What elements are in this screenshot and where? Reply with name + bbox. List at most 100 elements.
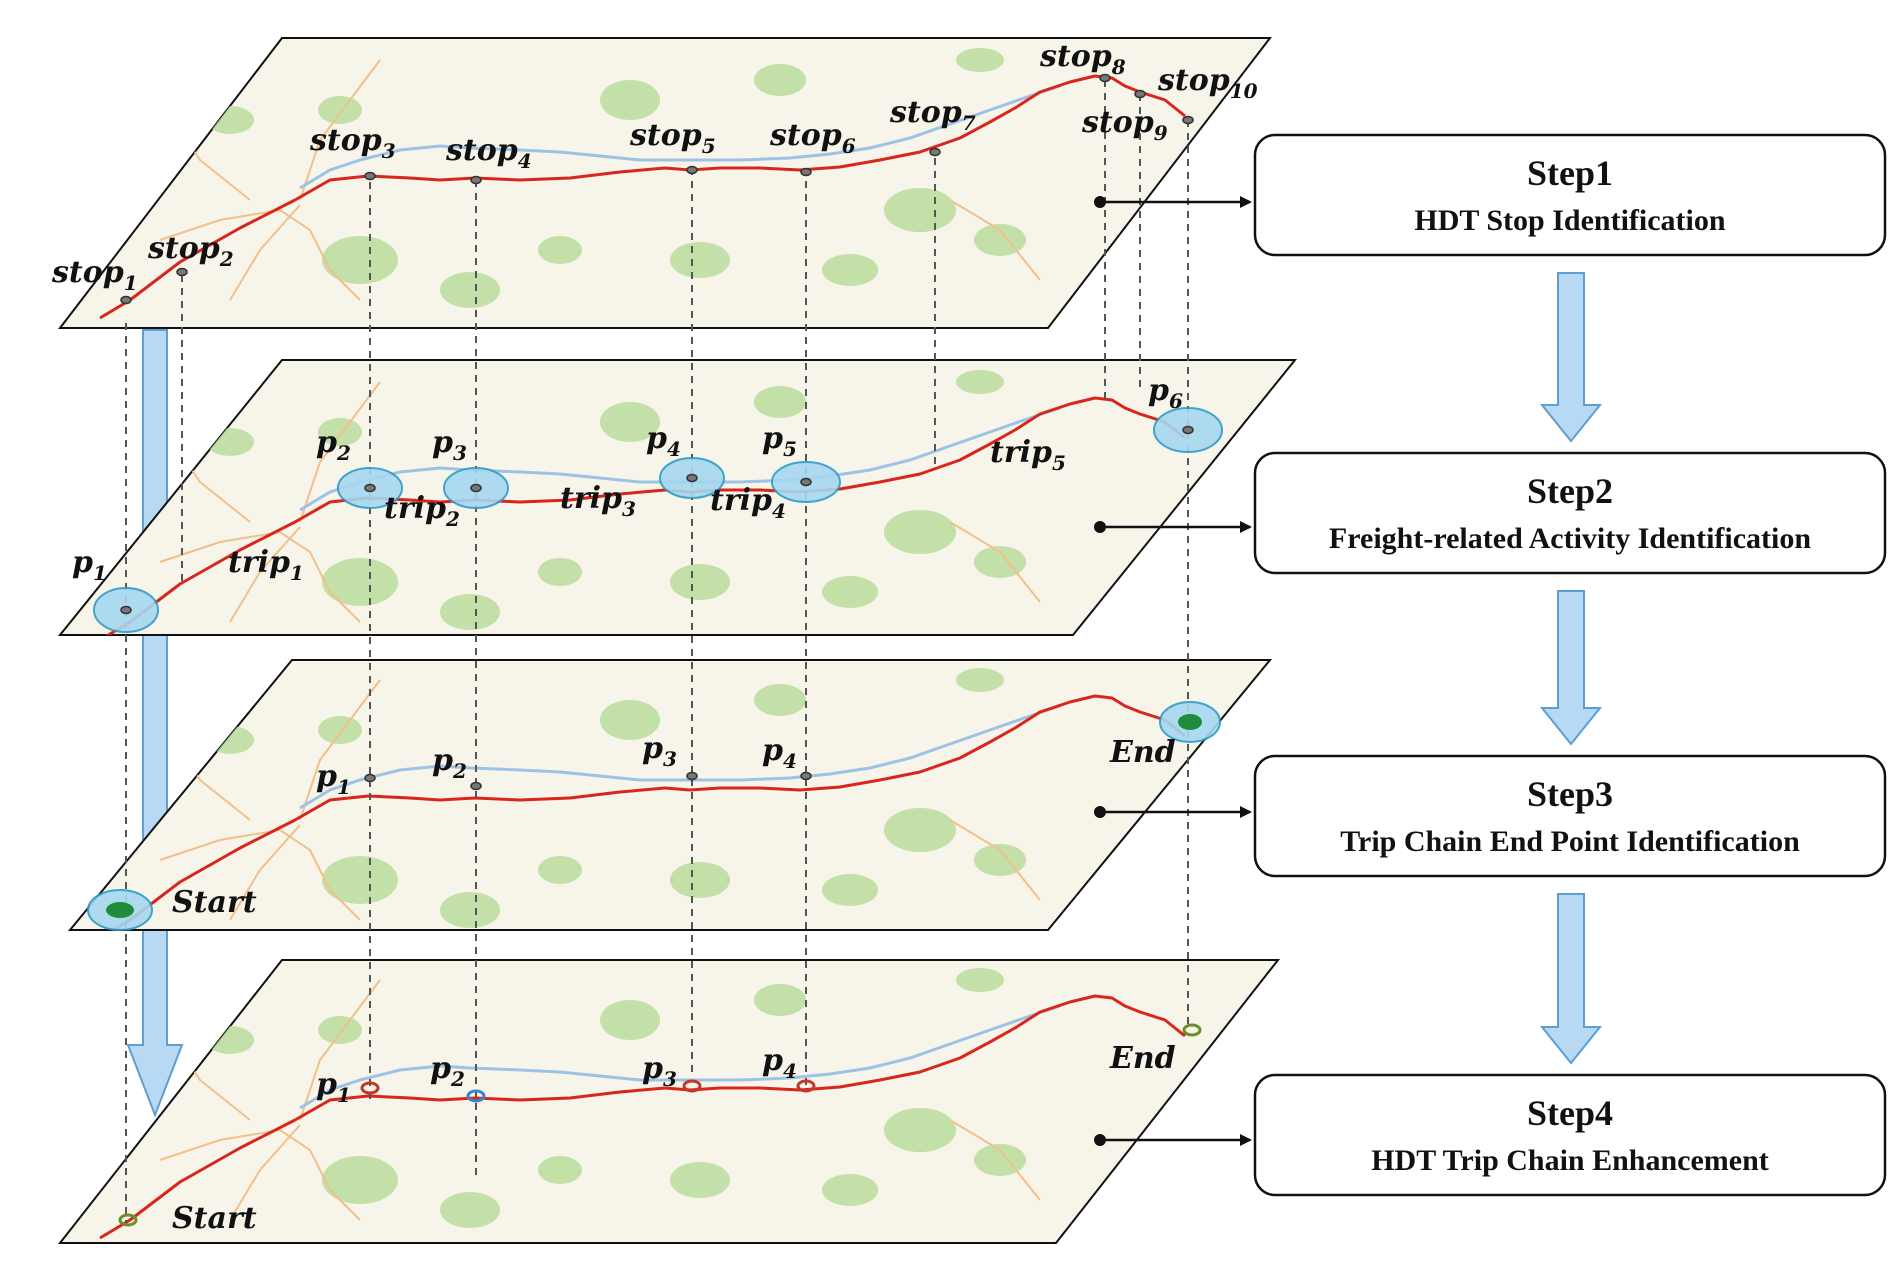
activity-point: [800, 771, 812, 781]
label-trip2: trip2: [384, 491, 460, 531]
map-plane: [57, 37, 1273, 329]
label-stop4: stop4: [445, 133, 532, 173]
stop-point: [1099, 73, 1111, 83]
road-line: [159, 530, 361, 623]
step-1-description: HDT Stop Identification: [1414, 204, 1725, 237]
label-p4: p4: [646, 421, 681, 461]
truck-route: [99, 994, 1186, 1240]
road-line: [299, 59, 381, 201]
green-area: [600, 1000, 660, 1040]
label-trip4: trip4: [710, 483, 786, 523]
activity-point: [686, 473, 698, 483]
road-line: [949, 1119, 1041, 1201]
green-area: [206, 726, 254, 754]
road-line: [949, 819, 1041, 901]
label-p5: p5: [762, 421, 797, 461]
label-p4: p4: [762, 733, 797, 773]
stop-point: [470, 175, 482, 185]
step-4-title: Step4: [1527, 1093, 1613, 1133]
step-down-arrow: [1539, 893, 1603, 1065]
stop-point: [364, 171, 376, 181]
activity-point: [470, 781, 482, 791]
green-area: [440, 892, 500, 928]
green-area: [322, 236, 398, 284]
green-area: [670, 1162, 730, 1198]
step-2-title: Step2: [1527, 471, 1613, 511]
activity-point: [364, 483, 376, 493]
road-line: [229, 526, 301, 623]
label-start: Start: [172, 885, 257, 920]
green-area: [974, 546, 1026, 578]
road-line: [229, 204, 301, 301]
stop-point: [120, 295, 132, 305]
river-line: [299, 84, 1061, 190]
label-stop3: stop3: [309, 123, 396, 163]
label-start: Start: [172, 1201, 257, 1236]
river-line: [299, 1004, 1061, 1110]
label-trip3: trip3: [560, 481, 636, 521]
end-point: [1182, 1023, 1202, 1037]
enhanced-point: [466, 1089, 486, 1103]
road-line: [299, 381, 381, 523]
road-line: [229, 824, 301, 921]
label-p3: p3: [642, 731, 677, 771]
river-line: [299, 704, 1061, 810]
green-area: [440, 1192, 500, 1228]
connector-dot: [1094, 806, 1106, 818]
stop-point: [686, 165, 698, 175]
map-layer-2: [57, 359, 1298, 636]
road-line: [949, 521, 1041, 603]
stop-point: [176, 267, 188, 277]
green-area: [440, 272, 500, 308]
label-p6: p6: [1148, 373, 1183, 413]
map-layer-1: [57, 37, 1273, 329]
step-4-description: HDT Trip Chain Enhancement: [1371, 1144, 1769, 1177]
green-area: [956, 48, 1004, 72]
green-area: [538, 856, 582, 884]
step-3-title: Step3: [1527, 774, 1613, 814]
enhanced-point: [796, 1079, 816, 1093]
green-area: [822, 1174, 878, 1206]
label-stop7: stop7: [889, 95, 976, 135]
step-3-box: [1253, 754, 1887, 878]
start-point: [106, 902, 134, 918]
step-down-arrow: [1539, 272, 1603, 443]
label-p2: p2: [316, 425, 351, 465]
activity-point: [800, 477, 812, 487]
green-area: [754, 386, 806, 418]
green-area: [884, 510, 956, 554]
green-area: [322, 558, 398, 606]
flow-arrow-shape: [126, 329, 184, 1118]
green-area: [974, 1144, 1026, 1176]
green-area: [440, 594, 500, 630]
connector-dot: [1094, 521, 1106, 533]
green-area: [206, 106, 254, 134]
road-line: [229, 1124, 301, 1221]
activity-point: [686, 771, 698, 781]
green-area: [884, 1108, 956, 1152]
green-area: [884, 808, 956, 852]
green-area: [822, 874, 878, 906]
green-area: [538, 558, 582, 586]
green-area: [974, 224, 1026, 256]
stop-point: [800, 167, 812, 177]
label-end: End: [1109, 735, 1176, 770]
green-area: [754, 64, 806, 96]
step-3-description: Trip Chain End Point Identification: [1340, 825, 1800, 858]
road-line: [159, 208, 361, 301]
green-area: [884, 188, 956, 232]
connector-dot: [1094, 1134, 1106, 1146]
stop-point: [1182, 115, 1194, 125]
green-area: [538, 1156, 582, 1184]
green-area: [754, 684, 806, 716]
green-area: [322, 856, 398, 904]
label-p4: p4: [762, 1043, 797, 1083]
